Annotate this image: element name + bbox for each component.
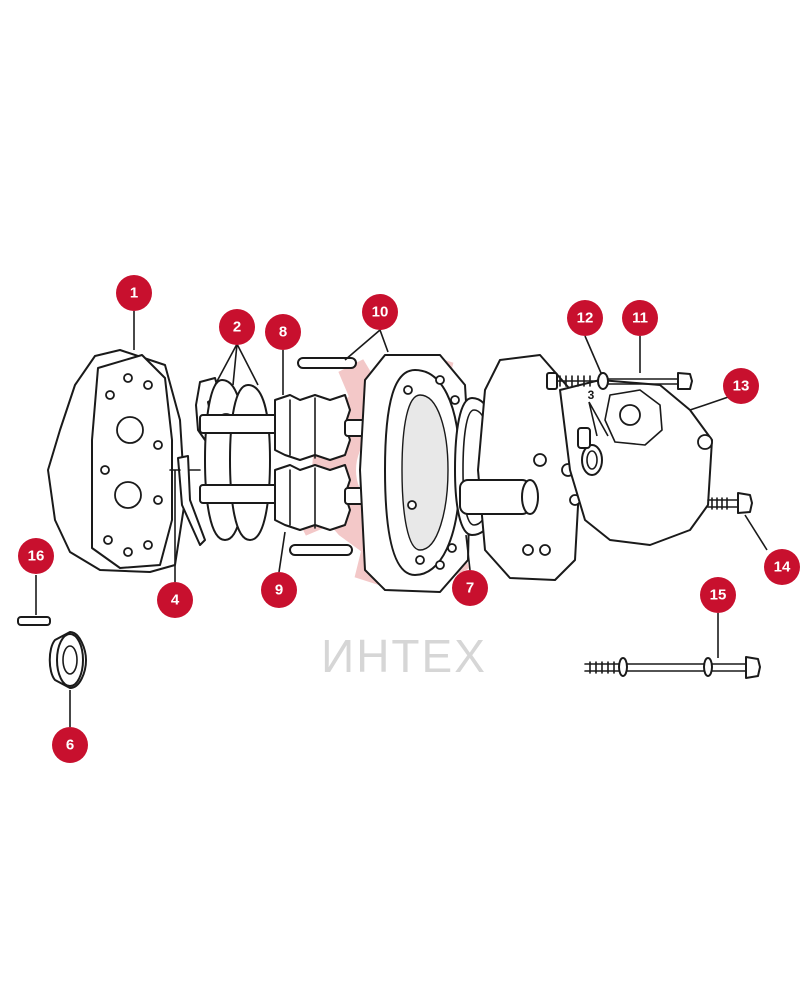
- callout-label: 7: [466, 580, 474, 597]
- callout-badge: [116, 275, 152, 311]
- part-1-end-cover: [47, 349, 186, 573]
- callout-2: 2: [219, 309, 255, 345]
- callout-12: 12: [567, 300, 603, 336]
- callout-label: 10: [372, 304, 389, 321]
- callout-label: 12: [577, 310, 594, 327]
- part-10-dowel-pins: [289, 357, 357, 556]
- callout-badge: [723, 368, 759, 404]
- callout-label: 1: [130, 285, 138, 302]
- callout-label: 15: [710, 587, 727, 604]
- callout-badge: [18, 538, 54, 574]
- callout-badge: [265, 314, 301, 350]
- callout-label: 13: [733, 378, 750, 395]
- callout-label: 11: [632, 310, 648, 327]
- callout-8: 8: [265, 314, 301, 350]
- part-6-shaft-seal: [48, 631, 87, 689]
- callout-15: 15: [700, 577, 736, 613]
- callout-badge: [219, 309, 255, 345]
- callout-16: 16: [18, 538, 54, 574]
- part-15-through-bolt: [584, 656, 761, 679]
- callout-1: 1: [116, 275, 152, 311]
- callout-13: 13: [723, 368, 759, 404]
- part-8-9-gear-set: [199, 394, 368, 531]
- part-14-bolt: [707, 492, 753, 514]
- callout-badge: [452, 570, 488, 606]
- part-13-rear-cover: [559, 379, 713, 546]
- callout-label: 8: [279, 324, 287, 341]
- callout-badge: [764, 549, 800, 585]
- callout-badge: [261, 572, 297, 608]
- callout-14: 14: [764, 549, 800, 585]
- callout-label: 9: [275, 582, 283, 599]
- callout-label: 16: [28, 548, 45, 565]
- callout-10: 10: [362, 294, 398, 330]
- callout-badge: [700, 577, 736, 613]
- callout-9: 9: [261, 572, 297, 608]
- inline-label-3: 3: [588, 388, 595, 402]
- watermark-text: ИНТЕХ: [321, 630, 487, 682]
- part-16-pin: [17, 616, 51, 626]
- callout-badge: [157, 582, 193, 618]
- callout-label: 2: [233, 319, 241, 336]
- callout-label: 14: [774, 559, 791, 576]
- part-10-pump-body: [359, 354, 471, 593]
- callout-6: 6: [52, 727, 88, 763]
- callout-label: 6: [66, 737, 74, 754]
- callout-badge: [622, 300, 658, 336]
- callout-badges: 1 2 4 6 7 8 9 10: [18, 275, 800, 763]
- part-11-12-bolts: [546, 372, 693, 390]
- callout-7: 7: [452, 570, 488, 606]
- part-2-wear-plates: [195, 377, 271, 541]
- callout-4: 4: [157, 582, 193, 618]
- callout-badge: [362, 294, 398, 330]
- part-4-retaining-clip: [169, 455, 206, 546]
- callout-badge: [567, 300, 603, 336]
- callout-label: 4: [171, 592, 180, 609]
- callout-badge: [52, 727, 88, 763]
- callout-11: 11: [622, 300, 658, 336]
